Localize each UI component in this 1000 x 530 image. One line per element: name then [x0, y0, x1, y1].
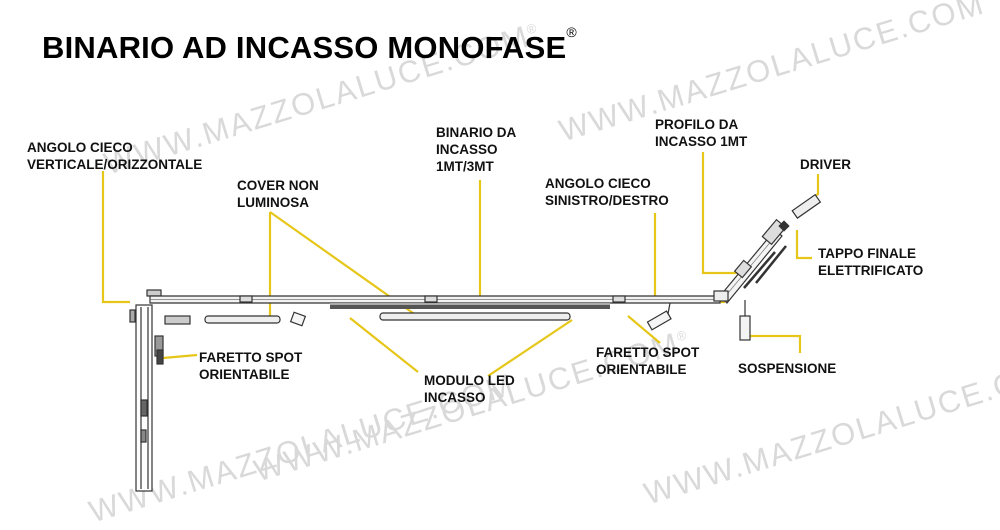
label-driver: DRIVER	[800, 157, 852, 172]
leader-faretto-spot-left	[162, 353, 198, 360]
leader-angolo-cieco-sd	[653, 213, 725, 304]
leader-faretto-spot-right	[627, 315, 661, 344]
driver-unit	[791, 193, 822, 219]
faretto-spot-left-body	[289, 311, 307, 327]
leader-sospensione	[745, 334, 802, 353]
modulo-led-strip	[330, 303, 610, 309]
registered-mark: ®	[566, 24, 577, 40]
label-cover-non-luminosa: COVER NON LUMINOSA	[237, 178, 319, 210]
label-tappo-finale-elettrificato: TAPPO FINALE ELETTRIFICATO	[818, 246, 924, 278]
leader-lines	[101, 152, 820, 377]
leader-modulo-led-1	[349, 317, 419, 373]
label-binario-da-incasso: BINARIO DA INCASSO 1MT/3MT	[436, 125, 517, 174]
faretto-spot-right-body	[646, 302, 672, 331]
leader-tappo-finale	[795, 230, 812, 260]
sospensione-cable	[739, 300, 751, 341]
leader-modulo-led-2	[487, 319, 573, 377]
leader-angolo-cieco-vo	[101, 171, 130, 304]
leader-profilo-da-incasso	[701, 152, 738, 275]
rising-rail-section	[713, 218, 787, 304]
label-angolo-cieco-verticale-orizzontale: ANGOLO CIECO VERTICALE/ORIZZONTALE	[27, 140, 203, 172]
label-profilo-da-incasso: PROFILO DA INCASSO 1MT	[655, 117, 748, 149]
horizontal-rail	[149, 295, 721, 325]
label-modulo-led-incasso: MODULO LED INCASSO	[424, 373, 515, 405]
label-faretto-spot-right: FARETTO SPOT ORIENTABILE	[596, 345, 700, 377]
diagram-title: BINARIO AD INCASSO MONOFASE®	[42, 24, 577, 65]
vertical-wall-rail	[129, 289, 164, 492]
label-angolo-cieco-sinistro-destro: ANGOLO CIECO SINISTRO/DESTRO	[545, 176, 669, 208]
tappo-finale-body	[778, 220, 790, 232]
label-sospensione: SOSPENSIONE	[738, 361, 837, 376]
label-faretto-spot-left: FARETTO SPOT ORIENTABILE	[199, 350, 303, 382]
